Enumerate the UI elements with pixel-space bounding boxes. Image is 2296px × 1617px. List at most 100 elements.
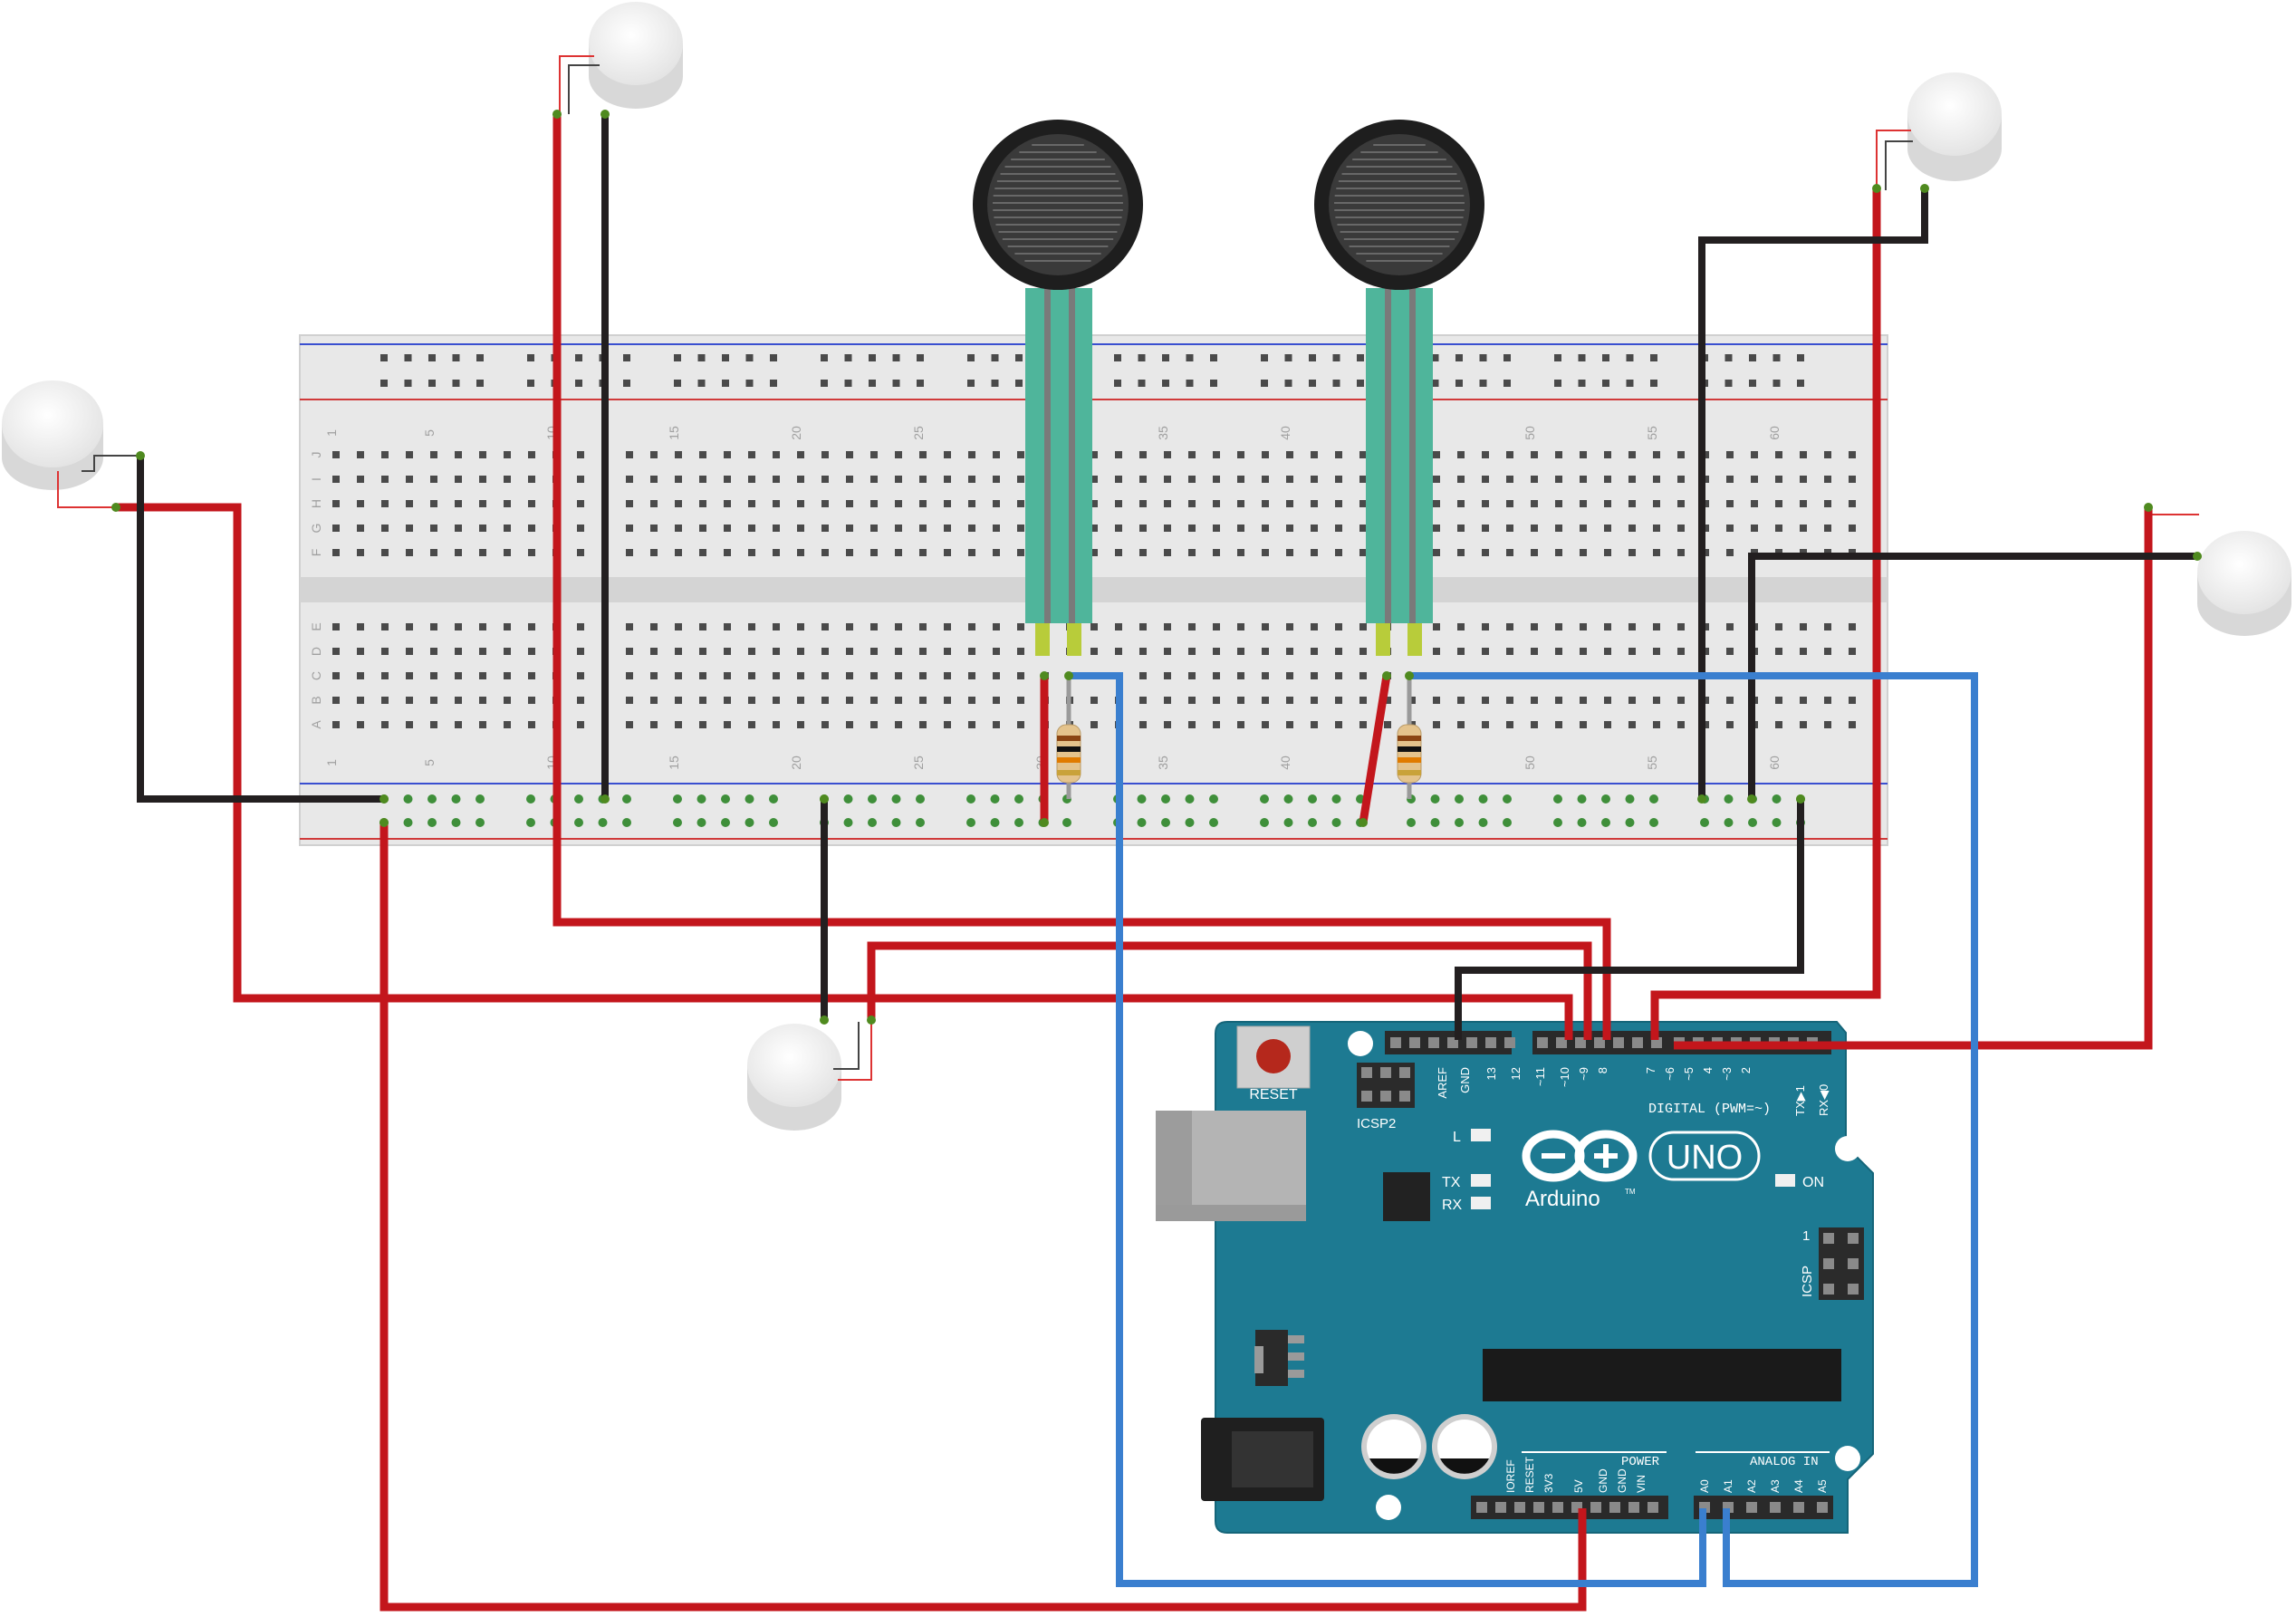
breadboard-hole[interactable] [1775, 721, 1782, 728]
breadboard-hole[interactable] [1213, 623, 1220, 630]
breadboard-hole[interactable] [332, 451, 340, 458]
breadboard-hole[interactable] [1188, 500, 1196, 507]
breadboard-hole[interactable] [1604, 476, 1611, 483]
breadboard-hole[interactable] [1335, 623, 1342, 630]
breadboard-hole[interactable] [821, 648, 829, 655]
rail-hole[interactable] [1625, 818, 1635, 827]
breadboard-hole[interactable] [1115, 500, 1122, 507]
breadboard-hole[interactable] [1824, 525, 1831, 532]
rail-hole[interactable] [1626, 354, 1634, 361]
breadboard-hole[interactable] [1751, 500, 1758, 507]
breadboard-hole[interactable] [1604, 623, 1611, 630]
rail-hole[interactable] [1455, 794, 1464, 804]
breadboard-hole[interactable] [675, 476, 682, 483]
breadboard-hole[interactable] [479, 476, 486, 483]
breadboard-hole[interactable] [357, 476, 364, 483]
breadboard-hole[interactable] [1164, 648, 1171, 655]
rail-hole[interactable] [598, 818, 608, 827]
breadboard-hole[interactable] [1359, 549, 1367, 556]
breadboard-hole[interactable] [1017, 500, 1024, 507]
breadboard-hole[interactable] [773, 648, 780, 655]
breadboard-hole[interactable] [577, 721, 584, 728]
breadboard-hole[interactable] [1555, 476, 1562, 483]
breadboard-hole[interactable] [406, 549, 413, 556]
breadboard-hole[interactable] [968, 721, 975, 728]
rail-hole[interactable] [1261, 354, 1268, 361]
breadboard-hole[interactable] [1237, 623, 1244, 630]
rail-hole[interactable] [916, 818, 925, 827]
breadboard-hole[interactable] [944, 648, 951, 655]
breadboard-hole[interactable] [797, 500, 804, 507]
breadboard-hole[interactable] [406, 451, 413, 458]
rail-hole[interactable] [1601, 794, 1610, 804]
rail-hole[interactable] [1649, 818, 1658, 827]
breadboard-hole[interactable] [479, 500, 486, 507]
breadboard-hole[interactable] [699, 697, 706, 704]
breadboard-hole[interactable] [1433, 721, 1440, 728]
breadboard-hole[interactable] [675, 525, 682, 532]
breadboard-hole[interactable] [1506, 697, 1513, 704]
breadboard-hole[interactable] [577, 451, 584, 458]
breadboard-hole[interactable] [1555, 500, 1562, 507]
breadboard-hole[interactable] [821, 476, 829, 483]
breadboard-hole[interactable] [1506, 623, 1513, 630]
rail-hole[interactable] [1138, 354, 1146, 361]
breadboard-hole[interactable] [675, 721, 682, 728]
rail-hole[interactable] [1430, 818, 1440, 827]
breadboard-hole[interactable] [1677, 549, 1685, 556]
breadboard-hole[interactable] [1531, 648, 1538, 655]
breadboard-hole[interactable] [1482, 476, 1489, 483]
rail-hole[interactable] [427, 794, 437, 804]
breadboard-hole[interactable] [1531, 476, 1538, 483]
breadboard-hole[interactable] [1824, 697, 1831, 704]
breadboard-hole[interactable] [1335, 721, 1342, 728]
breadboard-hole[interactable] [797, 476, 804, 483]
breadboard-hole[interactable] [1628, 500, 1636, 507]
breadboard-hole[interactable] [381, 451, 389, 458]
breadboard-hole[interactable] [724, 451, 731, 458]
breadboard-hole[interactable] [895, 648, 902, 655]
breadboard-hole[interactable] [993, 451, 1000, 458]
breadboard-hole[interactable] [1139, 648, 1147, 655]
rail-hole[interactable] [821, 380, 828, 387]
breadboard-hole[interactable] [1580, 476, 1587, 483]
rail-hole[interactable] [891, 818, 901, 827]
breadboard-hole[interactable] [968, 476, 975, 483]
header-pin[interactable] [1537, 1037, 1548, 1048]
header-pin[interactable] [1428, 1037, 1439, 1048]
breadboard-hole[interactable] [1286, 648, 1293, 655]
breadboard-hole[interactable] [724, 476, 731, 483]
rail-hole[interactable] [721, 818, 730, 827]
breadboard-hole[interactable] [1335, 672, 1342, 679]
breadboard-hole[interactable] [577, 648, 584, 655]
breadboard-hole[interactable] [1237, 721, 1244, 728]
header-pin[interactable] [1817, 1502, 1828, 1513]
breadboard-hole[interactable] [650, 549, 658, 556]
breadboard-hole[interactable] [504, 476, 511, 483]
breadboard-hole[interactable] [919, 451, 927, 458]
breadboard-hole[interactable] [1580, 721, 1587, 728]
rail-hole[interactable] [1554, 380, 1561, 387]
breadboard-hole[interactable] [1286, 697, 1293, 704]
breadboard-hole[interactable] [1359, 525, 1367, 532]
breadboard-hole[interactable] [1531, 623, 1538, 630]
breadboard-hole[interactable] [332, 672, 340, 679]
breadboard-hole[interactable] [1286, 451, 1293, 458]
breadboard-hole[interactable] [1677, 500, 1685, 507]
rail-hole[interactable] [1797, 380, 1804, 387]
breadboard-hole[interactable] [748, 697, 755, 704]
header-pin[interactable] [1594, 1037, 1605, 1048]
rail-hole[interactable] [844, 380, 852, 387]
breadboard-hole[interactable] [1090, 476, 1098, 483]
rail-hole[interactable] [1261, 380, 1268, 387]
breadboard-hole[interactable] [1849, 721, 1856, 728]
rail-hole[interactable] [1309, 354, 1316, 361]
rail-hole[interactable] [745, 818, 754, 827]
breadboard-hole[interactable] [1653, 721, 1660, 728]
rail-hole[interactable] [622, 794, 631, 804]
breadboard-hole[interactable] [1726, 623, 1734, 630]
breadboard-hole[interactable] [1604, 525, 1611, 532]
rail-hole[interactable] [1186, 354, 1194, 361]
rail-hole[interactable] [1185, 818, 1195, 827]
rail-hole[interactable] [1700, 818, 1709, 827]
